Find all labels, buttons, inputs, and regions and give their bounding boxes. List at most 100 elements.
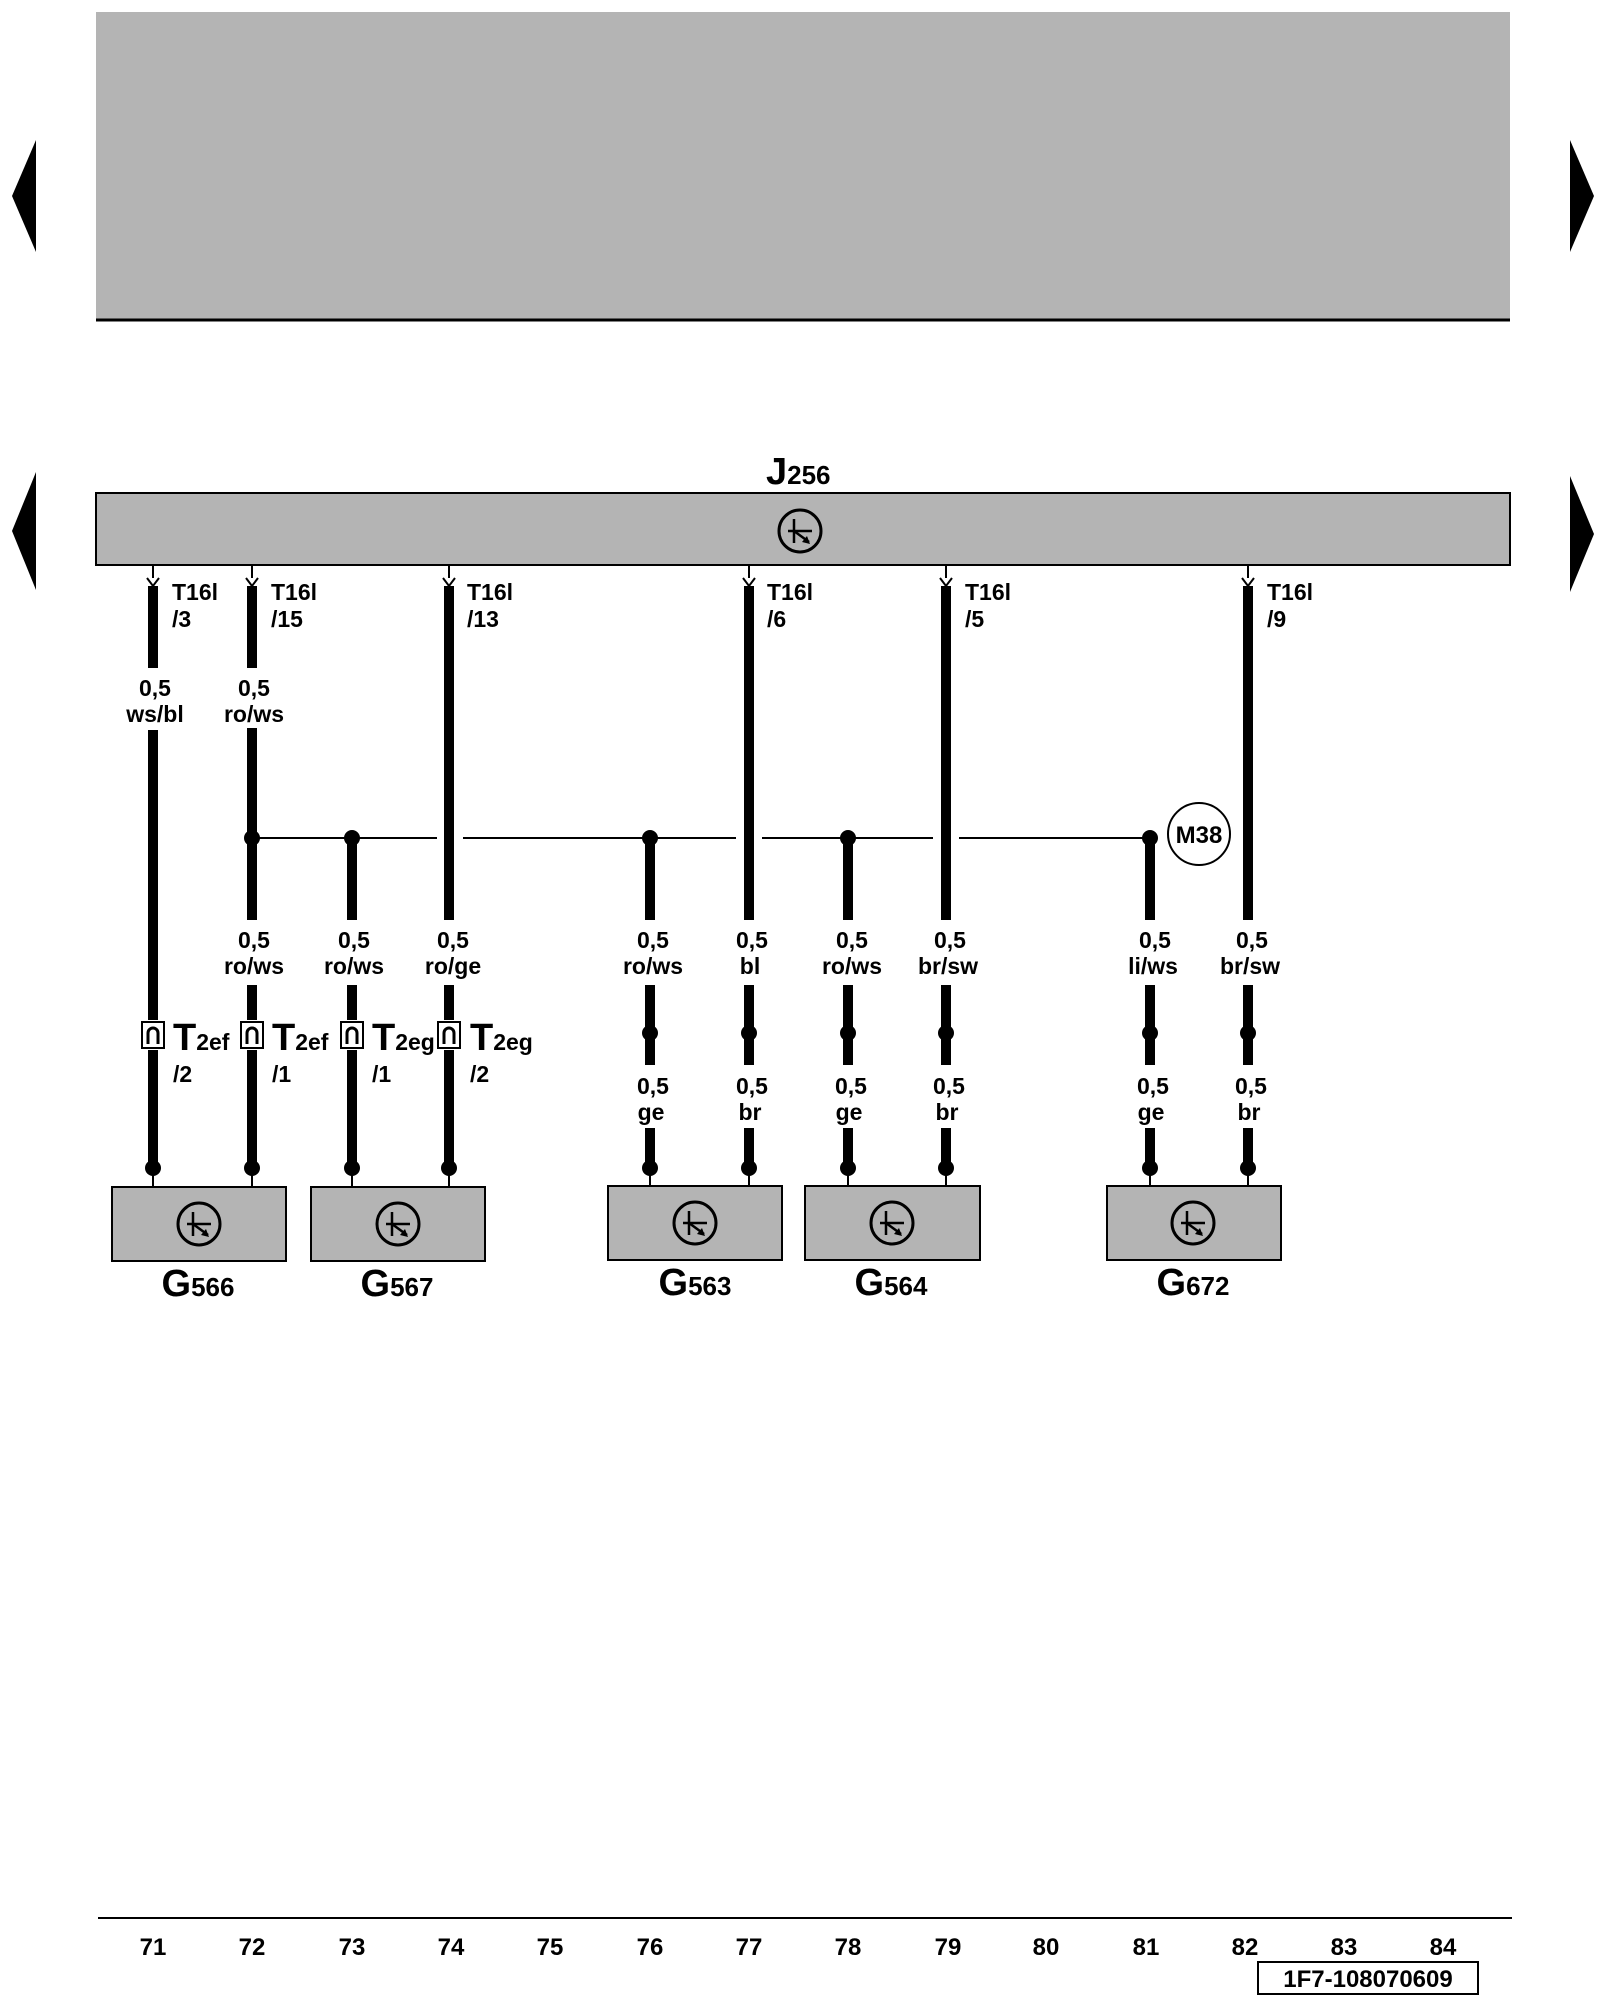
sensor-label: G563: [659, 1262, 732, 1304]
wire-size-label: 0,5: [637, 927, 669, 953]
track-number: 78: [835, 1934, 862, 1961]
next-page-arrow-icon[interactable]: [1570, 476, 1594, 592]
pin-number-label: /13: [467, 606, 499, 632]
wire-color-label: ro/ws: [224, 953, 284, 979]
track-number: 79: [935, 1934, 962, 1961]
middle-wire-labels: 0,5 ro/ws 0,5 ro/ws 0,5 ro/ge 0,5 ro/ws …: [224, 927, 1280, 979]
connector-symbols: T2ef /2 T2ef /1 T2eg /1 T2eg /2: [140, 1017, 533, 1087]
pin-connector-label: T16l: [767, 579, 813, 605]
track-number: 80: [1033, 1934, 1060, 1961]
wire-color-label: ge: [1138, 1099, 1165, 1125]
connector-pin-label: /2: [470, 1061, 489, 1087]
connector-pin-label: /1: [372, 1061, 391, 1087]
pin-number-label: /6: [767, 606, 786, 632]
track-number: 77: [736, 1934, 763, 1961]
wire-size-label: 0,5: [1236, 927, 1268, 953]
wire-size-label: 0,5: [437, 927, 469, 953]
connector-icon: [436, 1020, 462, 1050]
pin-labels: T16l /3 T16l /15 T16l /13 T16l /6 T16l /…: [172, 579, 1313, 632]
wire-size-label: 0,5: [835, 1073, 867, 1099]
connector-pin-label: /2: [173, 1061, 192, 1087]
sensor-g564[interactable]: G564: [804, 1185, 981, 1304]
connector-label: T2eg: [470, 1017, 533, 1059]
wire-color-label: br/sw: [1220, 953, 1280, 979]
upper-wire-labels: 0,5 ws/bl 0,5 ro/ws: [125, 675, 284, 727]
document-code: 1F7-108070609: [1283, 1966, 1452, 1993]
next-page-arrow-icon[interactable]: [1570, 140, 1594, 252]
prev-page-arrow-icon[interactable]: [12, 140, 36, 252]
control-unit-label: J256: [766, 451, 831, 493]
wire-color-label: bl: [740, 953, 760, 979]
wire-size-label: 0,5: [238, 675, 270, 701]
connector-icon: [239, 1020, 265, 1050]
track-numbers: 71 72 73 74 75 76 77 78 79 80 81 82 83 8…: [140, 1934, 1457, 1961]
connector-icon: [140, 1020, 166, 1050]
sensor-g563[interactable]: G563: [607, 1185, 783, 1304]
wire-size-label: 0,5: [139, 675, 171, 701]
wire-size-label: 0,5: [736, 1073, 768, 1099]
wire-color-label: ge: [638, 1099, 665, 1125]
wire-color-label: br: [1238, 1099, 1261, 1125]
wire-color-label: ge: [836, 1099, 863, 1125]
pin-number-label: /15: [271, 606, 303, 632]
sensor-g567[interactable]: G567: [310, 1186, 486, 1305]
wire-color-label: ro/ws: [224, 701, 284, 727]
track-number: 83: [1331, 1934, 1358, 1961]
pin-number-label: /9: [1267, 606, 1286, 632]
track-number: 75: [537, 1934, 564, 1961]
pin-connector-label: T16l: [271, 579, 317, 605]
track-number: 74: [438, 1934, 465, 1961]
pin-connector-label: T16l: [467, 579, 513, 605]
sensor-label: G567: [361, 1263, 434, 1305]
control-unit-j256[interactable]: [95, 492, 1511, 566]
connector-label: T2ef: [173, 1017, 230, 1059]
connector-label: T2ef: [272, 1017, 329, 1059]
wire-size-label: 0,5: [1137, 1073, 1169, 1099]
sensor-label: G564: [855, 1262, 928, 1304]
sensor-g566[interactable]: G566: [111, 1186, 287, 1305]
wire-size-label: 0,5: [933, 1073, 965, 1099]
pin-connector-label: T16l: [965, 579, 1011, 605]
document-code-box: [1257, 1961, 1479, 1995]
sensor-label: G672: [1157, 1262, 1230, 1304]
track-number: 81: [1133, 1934, 1160, 1961]
wire-size-label: 0,5: [736, 927, 768, 953]
wire-color-label: br: [739, 1099, 762, 1125]
track-number: 84: [1430, 1934, 1457, 1961]
wire-color-label: li/ws: [1128, 953, 1178, 979]
wire-color-label: ro/ws: [623, 953, 683, 979]
upper-grey-panel: [96, 12, 1510, 320]
wire-color-label: ro/ge: [425, 953, 481, 979]
wire-size-label: 0,5: [238, 927, 270, 953]
connector-pin-label: /1: [272, 1061, 291, 1087]
wire-size-label: 0,5: [1235, 1073, 1267, 1099]
prev-page-arrow-icon[interactable]: [12, 472, 36, 590]
wire-color-label: ro/ws: [822, 953, 882, 979]
wire-size-label: 0,5: [637, 1073, 669, 1099]
wire-size-label: 0,5: [338, 927, 370, 953]
track-number: 71: [140, 1934, 167, 1961]
wire-size-label: 0,5: [1139, 927, 1171, 953]
track-number: 82: [1232, 1934, 1259, 1961]
connector-label: T2eg: [372, 1017, 435, 1059]
pin-connector-label: T16l: [1267, 579, 1313, 605]
wire-color-label: ro/ws: [324, 953, 384, 979]
pin-number-label: /5: [965, 606, 984, 632]
wire-color-label: ws/bl: [125, 701, 184, 727]
lower-wire-labels: 0,5 ge 0,5 br 0,5 ge 0,5 br 0,5 ge 0,5 b…: [637, 1073, 1267, 1125]
track-number: 72: [239, 1934, 266, 1961]
wire-size-label: 0,5: [836, 927, 868, 953]
sensor-label: G566: [162, 1263, 235, 1305]
track-number: 73: [339, 1934, 366, 1961]
track-number: 76: [637, 1934, 664, 1961]
wire-color-label: br: [936, 1099, 959, 1125]
wire-size-label: 0,5: [934, 927, 966, 953]
upper-wiring: [145, 566, 1256, 1186]
connector-icon: [339, 1020, 365, 1050]
ground-point-m38[interactable]: [1167, 802, 1231, 866]
sensor-g672[interactable]: G672: [1106, 1185, 1282, 1304]
pin-connector-label: T16l: [172, 579, 218, 605]
ground-point-label: M38: [1176, 822, 1223, 849]
wire-color-label: br/sw: [918, 953, 978, 979]
